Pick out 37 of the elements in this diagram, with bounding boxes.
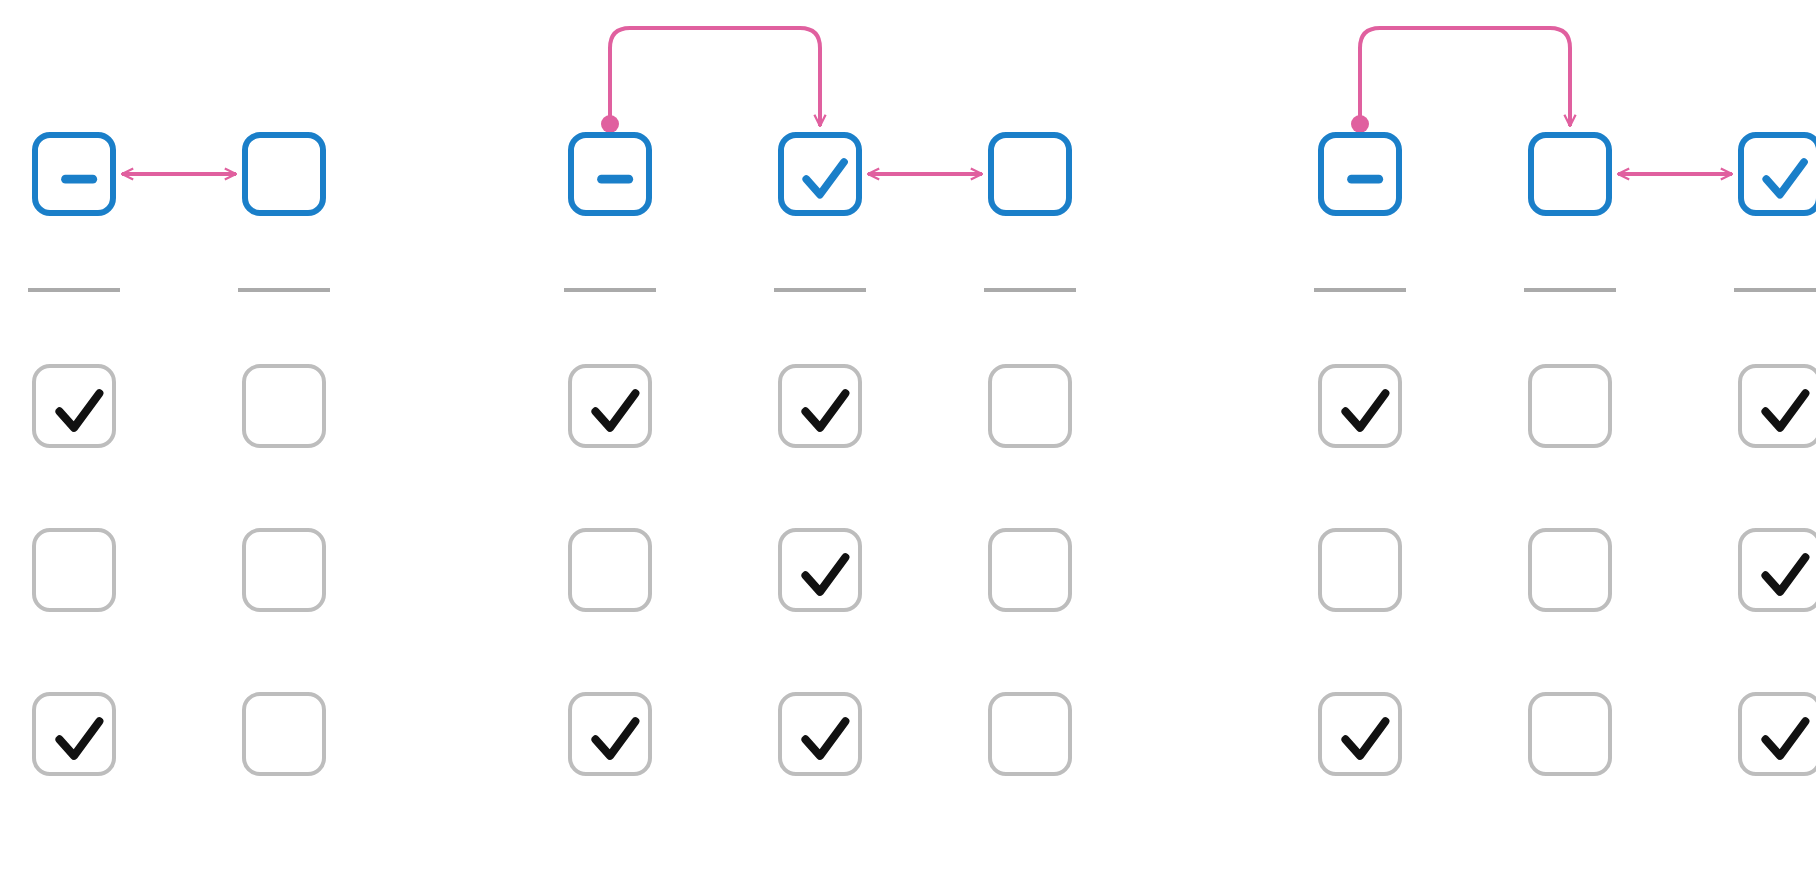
checked-checkbox [1318, 364, 1402, 448]
arrow [601, 26, 827, 133]
checkbox [1528, 132, 1612, 216]
checkbox [988, 528, 1072, 612]
checked-checkbox [568, 692, 652, 776]
checkbox [1318, 528, 1402, 612]
arrow [1616, 167, 1734, 181]
checked-checkbox [1318, 692, 1402, 776]
checkbox [988, 692, 1072, 776]
checkbox [1528, 528, 1612, 612]
checkbox [988, 364, 1072, 448]
checkbox [1528, 692, 1612, 776]
checked-checkbox [1738, 364, 1816, 448]
checked-checkbox [32, 364, 116, 448]
arrow [1351, 26, 1577, 133]
arrow [866, 167, 984, 181]
checked-checkbox [1738, 692, 1816, 776]
checked-checkbox [1738, 132, 1816, 216]
checkbox [242, 364, 326, 448]
checkbox [242, 132, 326, 216]
checked-checkbox [32, 692, 116, 776]
checkbox [242, 692, 326, 776]
arrow [120, 167, 238, 181]
checkbox [242, 528, 326, 612]
checkbox [1528, 364, 1612, 448]
checked-checkbox [778, 692, 862, 776]
checkbox [568, 528, 652, 612]
indeterminate-checkbox [32, 132, 116, 216]
checked-checkbox [778, 364, 862, 448]
indeterminate-checkbox [568, 132, 652, 216]
checked-checkbox [778, 528, 862, 612]
checkbox [988, 132, 1072, 216]
checked-checkbox [568, 364, 652, 448]
checked-checkbox [778, 132, 862, 216]
checked-checkbox [1738, 528, 1816, 612]
indeterminate-checkbox [1318, 132, 1402, 216]
checkbox [32, 528, 116, 612]
